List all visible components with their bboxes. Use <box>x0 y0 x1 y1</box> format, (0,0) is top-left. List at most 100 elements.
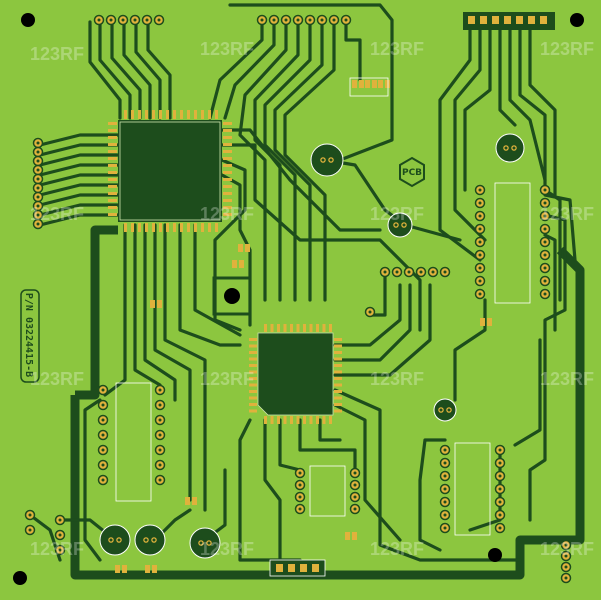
via-hole <box>402 223 406 227</box>
via-hole <box>321 158 325 162</box>
smd-pad <box>215 110 218 119</box>
via-hole <box>101 388 105 392</box>
smd-pad <box>264 324 267 332</box>
smd-pad <box>290 416 293 424</box>
via-hole <box>353 507 357 511</box>
smd-pad <box>365 80 370 88</box>
smd-pad <box>108 143 117 146</box>
smd-pad <box>124 223 127 232</box>
smd-pad <box>166 223 169 232</box>
smd-pad <box>159 223 162 232</box>
via-hole <box>443 448 447 452</box>
via-hole <box>36 159 40 163</box>
via-hole <box>109 18 113 22</box>
smd-pad <box>249 396 257 400</box>
smd-pad <box>540 16 547 24</box>
via-hole <box>158 433 162 437</box>
smd-pad <box>264 416 267 424</box>
smd-pad <box>201 223 204 232</box>
via-hole <box>543 214 547 218</box>
via-hole <box>101 403 105 407</box>
watermark-text: 123RF <box>540 369 594 389</box>
via-hole <box>145 18 149 22</box>
smd-pad <box>283 324 287 332</box>
smd-pad <box>249 377 257 380</box>
via-hole <box>36 141 40 145</box>
via-hole <box>564 554 568 558</box>
via-hole <box>133 18 137 22</box>
watermark-text: 123RF <box>540 204 594 224</box>
smd-pad <box>372 80 377 88</box>
via-hole <box>58 548 62 552</box>
via-hole <box>199 541 203 545</box>
smd-pad <box>352 80 357 88</box>
via-hole <box>543 253 547 257</box>
smd-pad <box>115 565 120 573</box>
via-hole <box>36 177 40 181</box>
smd-pad <box>145 223 148 232</box>
via-hole <box>498 487 502 491</box>
mounting-hole <box>21 13 35 27</box>
watermark-text: 123RF <box>30 44 84 64</box>
smd-pad <box>145 110 148 119</box>
watermark-text: 123RF <box>540 539 594 559</box>
smd-pad <box>329 416 332 424</box>
via-hole <box>478 253 482 257</box>
via-hole <box>439 408 443 412</box>
smd-pad <box>223 192 232 195</box>
via-hole <box>36 150 40 154</box>
watermark-text: 123RF <box>370 39 424 59</box>
smd-pad <box>276 564 283 572</box>
via-hole <box>478 188 482 192</box>
smd-pad <box>309 416 313 424</box>
watermark-text: 123RF <box>370 204 424 224</box>
pcb-logo-label: PCB <box>402 168 422 178</box>
smd-pad <box>334 364 342 367</box>
smd-pad <box>223 122 232 125</box>
smd-pad <box>296 416 300 424</box>
smd-pad <box>239 260 244 268</box>
via-hole <box>394 223 398 227</box>
smd-pad <box>108 150 117 153</box>
smd-pad <box>150 300 155 308</box>
smd-pad <box>166 110 169 119</box>
smd-pad <box>334 370 342 374</box>
via-hole <box>443 461 447 465</box>
smd-pad <box>124 110 127 119</box>
via-hole <box>101 463 105 467</box>
smd-pad <box>322 416 326 424</box>
watermark-text: 123RF <box>30 539 84 559</box>
smd-pad <box>334 344 342 348</box>
via-hole <box>158 388 162 392</box>
via-hole <box>543 201 547 205</box>
smd-pad <box>277 324 280 332</box>
via-hole <box>28 513 32 517</box>
mounting-hole <box>570 13 584 27</box>
smd-pad <box>223 178 232 181</box>
smd-pad <box>249 403 257 406</box>
smd-pad <box>283 416 287 424</box>
via-hole <box>564 565 568 569</box>
via-hole <box>36 222 40 226</box>
smd-pad <box>108 185 117 188</box>
smd-pad <box>223 157 232 160</box>
smd-pad <box>108 157 117 160</box>
smd-pad <box>312 564 319 572</box>
via-hole <box>478 227 482 231</box>
via-hole <box>344 18 348 22</box>
via-hole <box>36 204 40 208</box>
watermark-text: 123RF <box>30 369 84 389</box>
smd-pad <box>334 409 342 413</box>
smd-pad <box>131 110 134 119</box>
smd-pad <box>290 324 293 332</box>
smd-pad <box>108 213 117 216</box>
smd-pad <box>334 383 342 387</box>
smd-pad <box>245 244 250 252</box>
smd-pad <box>270 324 274 332</box>
smd-pad <box>194 223 197 232</box>
smd-pad <box>334 357 342 361</box>
smd-pad <box>194 110 197 119</box>
mounting-hole <box>13 571 27 585</box>
smd-pad <box>249 409 257 413</box>
